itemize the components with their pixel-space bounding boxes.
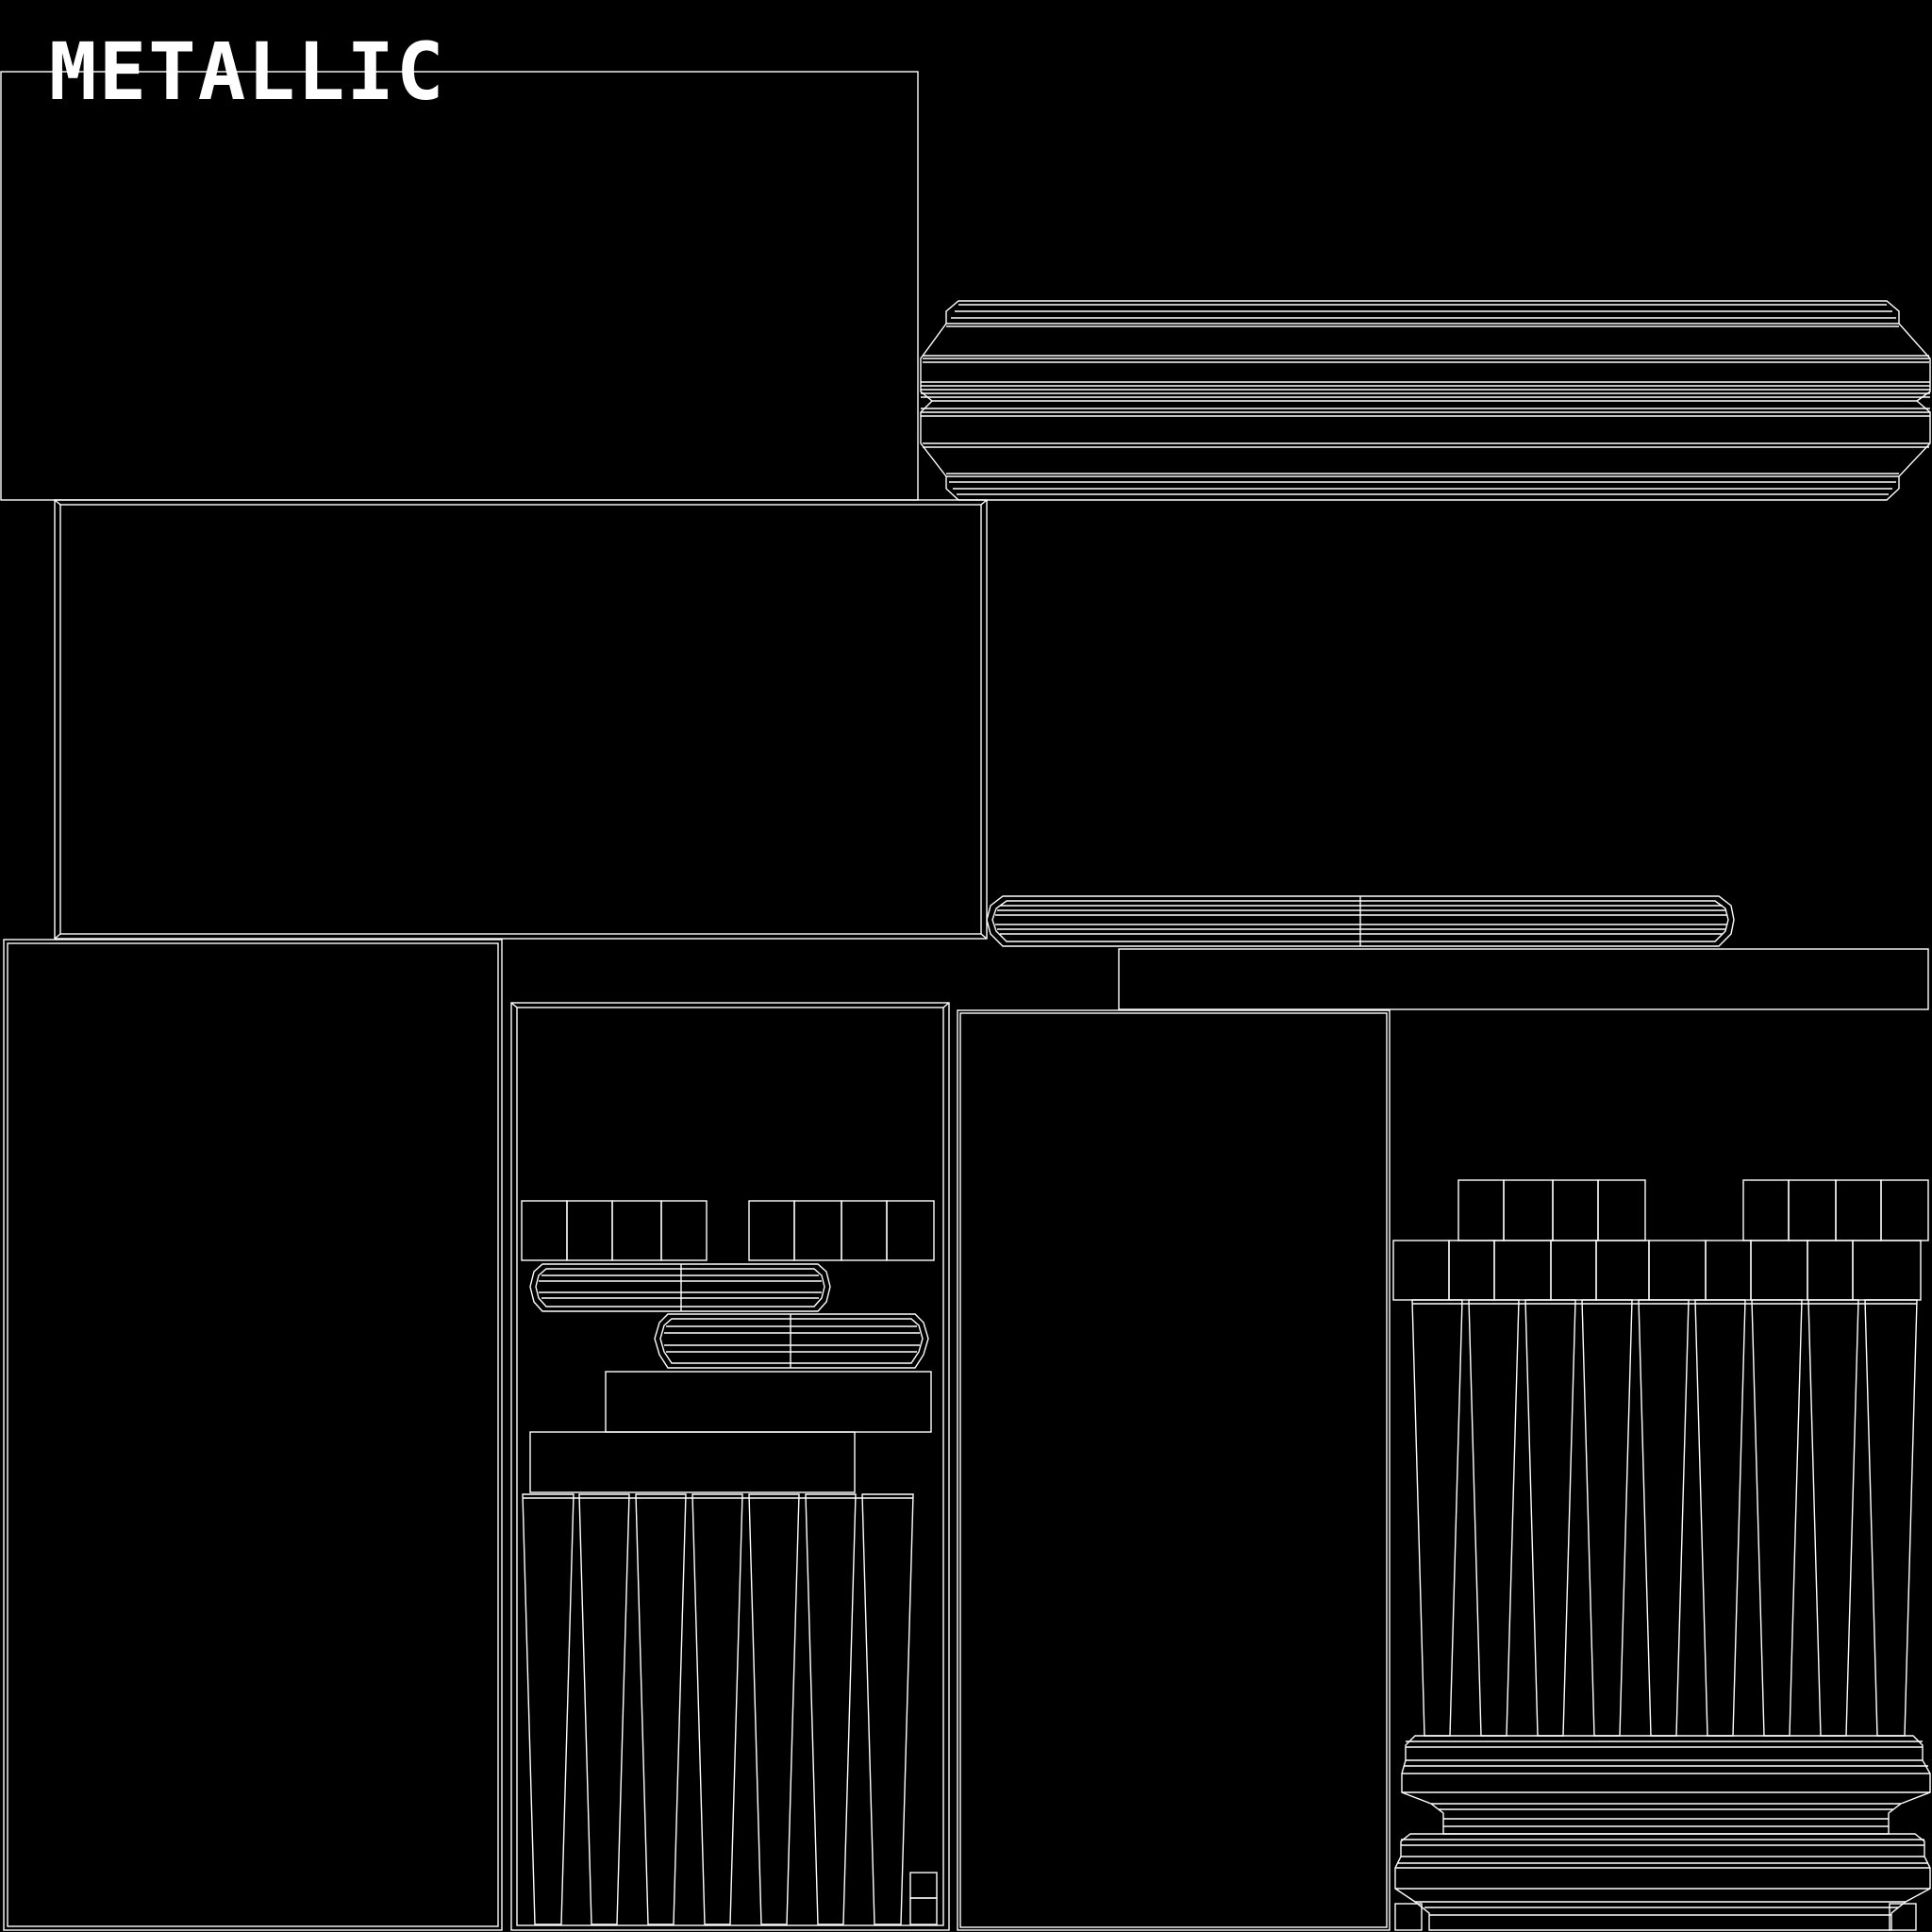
uv-island-cornice-strip: [920, 300, 1931, 501]
uv-island-center-column: [510, 1002, 950, 1931]
uv-island-middle-left: [54, 499, 988, 940]
uv-island-right-center: [957, 1009, 1391, 1931]
uv-island-right-squares-bottom: [1392, 1240, 1922, 1301]
uv-island-center-squares: [521, 1200, 935, 1261]
uv-island-bottom-left: [3, 939, 503, 1931]
map-title: METALLIC: [49, 25, 446, 118]
uv-island-right-squares-top: [1457, 1179, 1929, 1241]
uv-island-right-flutes: [1411, 1299, 1918, 1737]
uv-island-small-bar-2: [654, 1313, 929, 1369]
uv-island-top-left: [0, 71, 919, 501]
uv-island-center-blocks: [529, 1371, 932, 1493]
uv-island-center-flutes: [522, 1493, 938, 1925]
uv-island-small-bar-1: [529, 1263, 831, 1312]
uv-island-right-capital: [1394, 1735, 1931, 1931]
uv-island-thin-strip: [1118, 948, 1929, 1010]
uv-island-long-bar: [986, 895, 1735, 947]
